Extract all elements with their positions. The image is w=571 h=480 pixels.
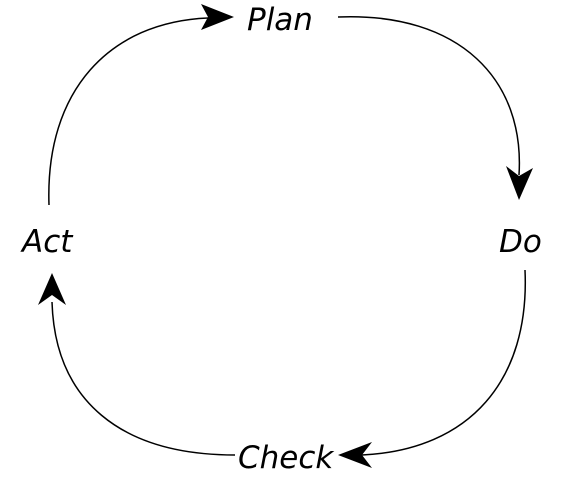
stage-label-do: Do <box>499 224 542 260</box>
arc-check-to-act <box>51 301 236 456</box>
arc-plan-to-do <box>337 16 521 176</box>
arrowhead-do <box>506 166 533 200</box>
arc-do-to-check <box>361 269 526 456</box>
stage-label-plan: Plan <box>247 2 313 38</box>
arrowhead-act <box>38 273 66 305</box>
arrowhead-plan <box>201 4 234 30</box>
stage-label-act: Act <box>22 224 73 260</box>
arc-act-to-plan <box>48 17 209 206</box>
arrowhead-check <box>338 442 372 468</box>
stage-label-check: Check <box>238 440 334 476</box>
